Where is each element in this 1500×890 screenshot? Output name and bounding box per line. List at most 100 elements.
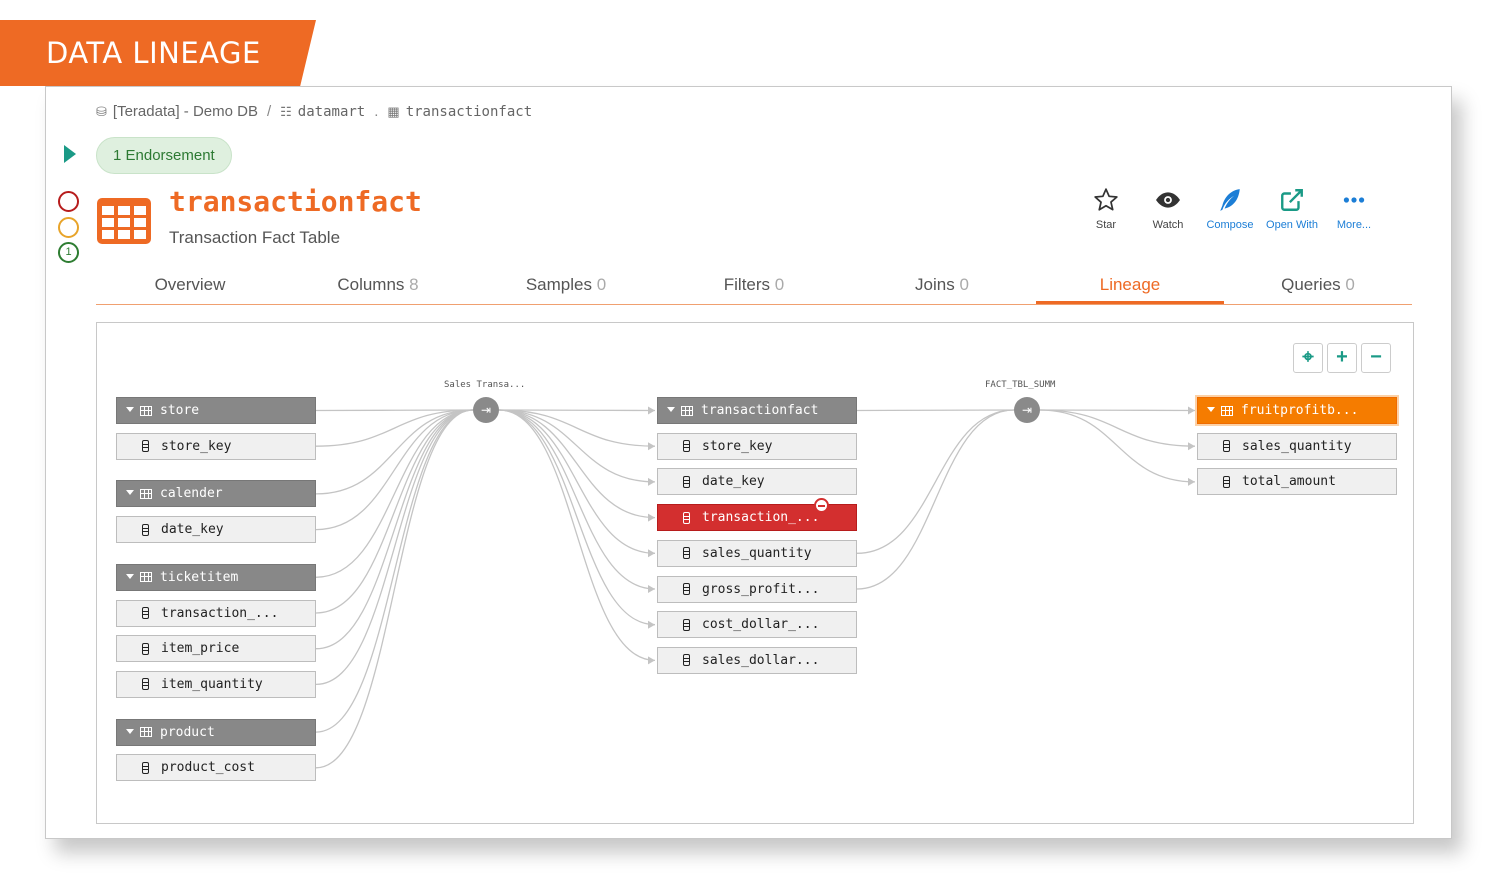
column-icon [142,761,149,774]
breadcrumb-schema[interactable]: datamart [297,103,366,120]
breadcrumb-source[interactable]: [Teradata] - Demo DB [112,103,258,120]
zoom-out-button[interactable]: − [1361,343,1391,373]
breadcrumb-separator: / [266,103,272,120]
column-name: product_cost [161,760,255,776]
more-icon [1343,197,1365,203]
center-table-header[interactable]: transactionfact [657,397,857,424]
table-icon [140,727,152,738]
tab-label: Filters [723,275,771,294]
remove-error-icon[interactable] [814,498,829,514]
table-name: calender [160,486,223,502]
tab-columns[interactable]: Columns 8 [284,267,472,304]
recenter-button[interactable]: ⌖ [1293,343,1323,373]
column-name: item_price [161,641,240,657]
table-name: store [160,403,200,418]
target-table-header[interactable]: fruitprofitb... [1197,397,1397,424]
center-column[interactable]: store_key [657,432,857,460]
source-table-store[interactable]: store [116,397,316,424]
breadcrumb-table[interactable]: transactionfact [405,103,533,120]
source-column[interactable]: date_key [116,516,316,544]
quality-endorsed-icon[interactable]: 1 [58,242,79,263]
tab-lineage[interactable]: Lineage [1036,267,1224,304]
tab-label: Overview [154,275,226,294]
table-icon: ▦ [387,103,400,119]
center-column[interactable]: gross_profit... [657,575,857,603]
column-icon [683,618,690,631]
source-table-calender[interactable]: calender [116,480,316,508]
lineage-edge [498,409,656,483]
collapse-caret-icon[interactable] [126,573,134,579]
column-name: gross_profit... [702,581,820,597]
more-button[interactable]: More... [1323,187,1385,231]
collapse-caret-icon[interactable] [126,407,134,412]
tab-label: Queries [1281,275,1341,294]
table-name: fruitprofitb... [1241,403,1359,418]
source-table-ticketitem[interactable]: ticketitem [116,563,316,591]
column-name: transaction_... [161,605,279,621]
tab-count: 0 [596,275,607,294]
column-icon [142,523,149,536]
collapse-caret-icon[interactable] [1207,407,1215,412]
collapse-caret-icon[interactable] [126,490,134,496]
table-icon [1221,405,1233,416]
process-node-icon[interactable]: ⇥ [473,397,499,423]
compose-button[interactable]: Compose [1199,187,1261,231]
target-column[interactable]: sales_quantity [1197,432,1397,460]
star-button[interactable]: Star [1075,187,1137,231]
column-name: store_key [702,438,773,454]
column-icon [1223,475,1230,488]
table-asset-icon [97,198,151,244]
zoom-in-button[interactable]: + [1327,343,1357,373]
source-table-product[interactable]: product [116,718,316,746]
source-column[interactable]: product_cost [116,754,316,782]
asset-title: transactionfact [169,185,422,218]
center-column[interactable]: date_key [657,468,857,496]
center-column[interactable]: sales_quantity [657,539,857,567]
collapse-caret-icon[interactable] [126,728,134,734]
source-column[interactable]: item_quantity [116,670,316,698]
tab-queries[interactable]: Queries 0 [1224,267,1412,304]
tab-label: Joins [915,275,955,294]
lineage-edge [498,409,656,412]
source-column[interactable]: store_key [116,432,316,460]
source-column[interactable]: item_price [116,635,316,663]
open-with-button[interactable]: Open With [1261,187,1323,231]
tab-filters[interactable]: Filters 0 [660,267,848,304]
breadcrumb-separator: . [374,103,379,120]
tab-count: 0 [774,275,785,294]
column-icon [683,511,690,524]
quality-deprecated-icon[interactable] [58,191,79,212]
column-icon [142,607,149,619]
process-node-icon[interactable]: ⇥ [1014,397,1040,423]
lineage-edge [498,409,656,626]
edge-arrowhead [648,549,655,558]
column-icon [1223,440,1230,453]
column-icon [683,547,690,560]
table-name: ticketitem [160,569,239,585]
tab-samples[interactable]: Samples 0 [472,267,660,304]
lineage-edge [315,409,474,412]
edge-arrowhead [648,585,655,593]
watch-button[interactable]: Watch [1137,187,1199,231]
lineage-edge [498,409,656,662]
expand-panel-icon[interactable] [64,145,76,163]
edge-arrowhead [1188,406,1195,415]
open-with-label: Open With [1266,219,1318,231]
source-column[interactable]: transaction_... [116,599,316,627]
target-column[interactable]: total_amount [1197,468,1397,496]
quality-warning-icon[interactable] [58,217,79,238]
lineage-edge [856,409,1015,554]
endorsement-badge[interactable]: 1 Endorsement [96,137,232,174]
center-column[interactable]: sales_dollar... [657,646,857,674]
column-name: sales_quantity [1242,438,1352,454]
lineage-edge [856,409,1015,412]
app-window: ⛁ [Teradata] - Demo DB / ☷ datamart . ▦ … [45,86,1452,839]
lineage-edges [315,406,1196,769]
tab-joins[interactable]: Joins 0 [848,267,1036,304]
center-column[interactable]: cost_dollar_... [657,611,857,639]
tab-label: Columns [337,275,405,294]
lineage-edge [1039,409,1196,447]
collapse-caret-icon[interactable] [667,407,675,412]
tab-overview[interactable]: Overview [96,267,284,304]
